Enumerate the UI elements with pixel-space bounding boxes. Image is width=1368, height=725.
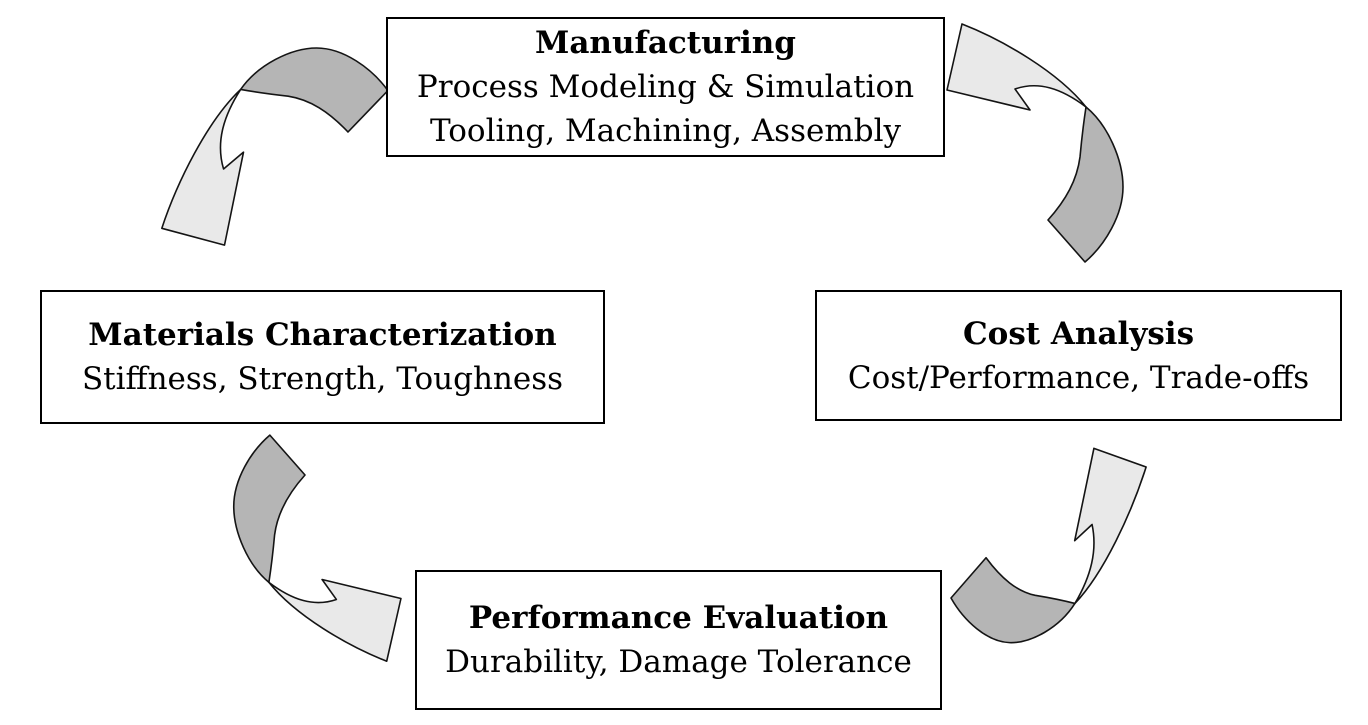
curved-arrow-performance-to-cost xyxy=(948,442,1148,649)
curved-arrow-materials-to-performance xyxy=(232,434,402,662)
node-performance-title: Performance Evaluation xyxy=(468,600,889,636)
node-manufacturing-line-2: Tooling, Machining, Assembly xyxy=(429,113,902,149)
node-cost-title: Cost Analysis xyxy=(962,315,1195,352)
node-manufacturing-title: Manufacturing xyxy=(535,25,796,61)
node-materials-line-1: Stiffness, Strength, Toughness xyxy=(81,361,564,397)
node-performance-evaluation: Performance Evaluation Durability, Damag… xyxy=(415,570,942,710)
node-cost-analysis: Cost Analysis Cost/Performance, Trade-of… xyxy=(815,290,1342,421)
node-performance-line-1: Durability, Damage Tolerance xyxy=(445,644,912,680)
node-materials-characterization: Materials Characterization Stiffness, St… xyxy=(40,290,605,424)
node-manufacturing: Manufacturing Process Modeling & Simulat… xyxy=(386,17,945,157)
node-cost-line-1: Cost/Performance, Trade-offs xyxy=(847,359,1310,396)
curved-arrow-manufacturing-to-materials xyxy=(160,47,389,247)
node-materials-title: Materials Characterization xyxy=(88,317,557,353)
node-manufacturing-line-1: Process Modeling & Simulation xyxy=(416,69,915,105)
curved-arrow-cost-to-manufacturing xyxy=(946,23,1124,263)
